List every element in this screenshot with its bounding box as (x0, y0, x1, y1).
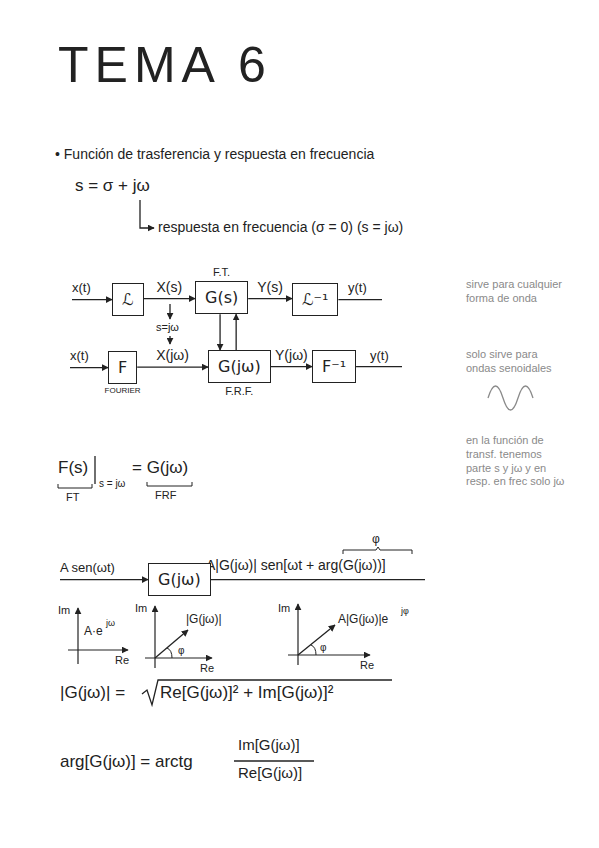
real-axis (288, 654, 370, 655)
note-text: Im (58, 604, 70, 617)
signal-connector (248, 298, 292, 299)
sine-doodle (488, 386, 533, 410)
note-text: solo sirve para ondas senoidales (466, 348, 561, 376)
note-text: Re (360, 659, 374, 672)
note-text: = G(jω) (132, 458, 188, 478)
note-text: A·e (84, 624, 103, 638)
signal-label: X(s) (156, 279, 182, 296)
note-text: en la función de transf. tenemos parte s… (466, 434, 566, 489)
page-title: TEMA 6 (58, 38, 272, 93)
note-text: sirve para cualquier forma de onda (466, 278, 566, 306)
note-text: A|G(jω)|e (338, 612, 388, 626)
block-label: F⁻¹ (322, 357, 346, 376)
evaluation-bar (94, 456, 95, 484)
substitution-arrow (169, 336, 170, 344)
under-bracket (58, 484, 92, 488)
output-wire (338, 299, 382, 300)
block-box: F.T.G(s) (195, 281, 248, 314)
note-text: s = jω (99, 478, 125, 490)
note-text: FT (66, 491, 79, 504)
signal-connector (236, 314, 237, 350)
note-text: jω (106, 618, 115, 629)
note-text: Im (278, 602, 290, 615)
note-text: • Función de trasferencia y respuesta en… (55, 146, 374, 163)
block-box: ℒ (112, 283, 144, 316)
note-text: Re[G(jω)]² + Im[G(jω)]² (160, 683, 333, 703)
signal-connector (219, 314, 220, 350)
output-wire (356, 366, 402, 367)
note-text: φ (320, 642, 326, 654)
block-heading: F.R.F. (225, 385, 253, 398)
note-text: y(t) (348, 280, 367, 296)
block-heading: FOURIER (105, 386, 141, 396)
signal-label: Y(jω) (275, 347, 308, 364)
note-text: jφ (401, 606, 409, 617)
imag-axis (77, 608, 78, 664)
input-wire (70, 367, 108, 368)
block-label: ℒ⁻¹ (302, 290, 328, 309)
note-text: φ (178, 645, 184, 657)
block-label: F (118, 358, 127, 377)
note-text: Re (200, 662, 214, 675)
hook-arrow (140, 200, 154, 228)
signal-label: Y(s) (257, 279, 283, 296)
note-text: Im (135, 602, 147, 615)
note-text: |G(jω)| = (60, 683, 125, 703)
angle-arc (167, 648, 172, 658)
block-box: ℒ⁻¹ (292, 283, 338, 316)
real-axis (68, 649, 128, 650)
input-wire (72, 299, 112, 300)
block-box: G(jω)F.R.F. (208, 350, 271, 383)
substitution-arrow (169, 304, 170, 319)
note-text: x(t) (72, 280, 91, 296)
block-label: G(s) (205, 288, 238, 307)
note-text: y(t) (370, 348, 389, 364)
note-text: respuesta en frecuencia (σ = 0) (s = jω) (158, 219, 403, 236)
signal-label: X(jω) (156, 347, 189, 364)
block-box: F⁻¹ (312, 350, 356, 383)
phasor-vector (298, 625, 335, 655)
block-heading: F.T. (213, 266, 230, 279)
signal-connector (137, 366, 208, 367)
block-box: G(jω) (148, 563, 211, 596)
imag-axis (154, 606, 155, 668)
output-wire (211, 579, 425, 580)
note-text: Re[G(jω)] (238, 764, 302, 782)
note-text: s = σ + jω (75, 176, 150, 196)
sqrt-sign (142, 680, 392, 705)
note-text: A sen(ωt) (60, 560, 115, 576)
note-text: FRF (155, 489, 176, 502)
note-text: Re (115, 654, 129, 667)
fraction-bar (234, 760, 314, 761)
block-label: G(jω) (218, 357, 261, 376)
note-text: φ (372, 532, 380, 546)
block-box: FFOURIER (108, 351, 137, 384)
signal-connector (271, 366, 312, 367)
note-text: F(s) (58, 458, 88, 478)
note-text: s=jω (156, 321, 179, 334)
angle-arc (311, 645, 316, 655)
phasor-vector (155, 630, 188, 658)
block-label: ℒ (122, 290, 134, 309)
note-text: Im[G(jω)] (238, 736, 300, 754)
input-wire (60, 579, 148, 580)
note-text: A|G(jω)| sen[ωt + arg(G(jω))] (206, 557, 386, 574)
under-bracket (147, 482, 192, 486)
block-label: G(jω) (158, 570, 201, 589)
note-text: x(t) (70, 348, 89, 364)
signal-connector (144, 298, 195, 299)
note-text: arg[G(jω)] = arctg (60, 752, 193, 772)
note-text: |G(jω)| (186, 612, 222, 626)
imag-axis (297, 604, 298, 665)
over-bracket (343, 547, 412, 554)
